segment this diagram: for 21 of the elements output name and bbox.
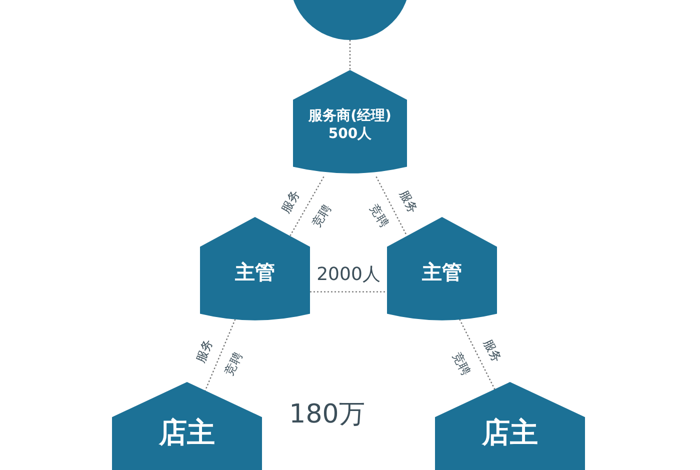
node-text: 店主: [159, 414, 215, 451]
node-text: 服务商(经理) 500人: [307, 106, 392, 144]
dotted-connector: [290, 176, 324, 236]
dotted-connector: [349, 40, 351, 70]
dotted-connector: [310, 291, 387, 292]
connector-note: 竞聘: [220, 349, 246, 379]
edge-label: 服务: [278, 188, 304, 217]
node-text: 店主: [482, 414, 538, 451]
connector-note: 竞聘: [366, 201, 393, 231]
connector-note: 竞聘: [308, 201, 335, 231]
count-label: 180万: [289, 398, 365, 432]
node-text: 主管: [422, 259, 462, 285]
dotted-connector: [204, 319, 236, 392]
edge-label: 服务: [480, 336, 506, 366]
edge-label: 服务: [192, 336, 217, 366]
edge-label: 2000人: [316, 262, 380, 286]
node-text: 主管: [235, 259, 275, 285]
edge-label: 服务: [395, 188, 421, 217]
connector-note: 竞聘: [448, 349, 474, 379]
dotted-connector: [376, 176, 408, 236]
dotted-connector: [459, 319, 496, 390]
